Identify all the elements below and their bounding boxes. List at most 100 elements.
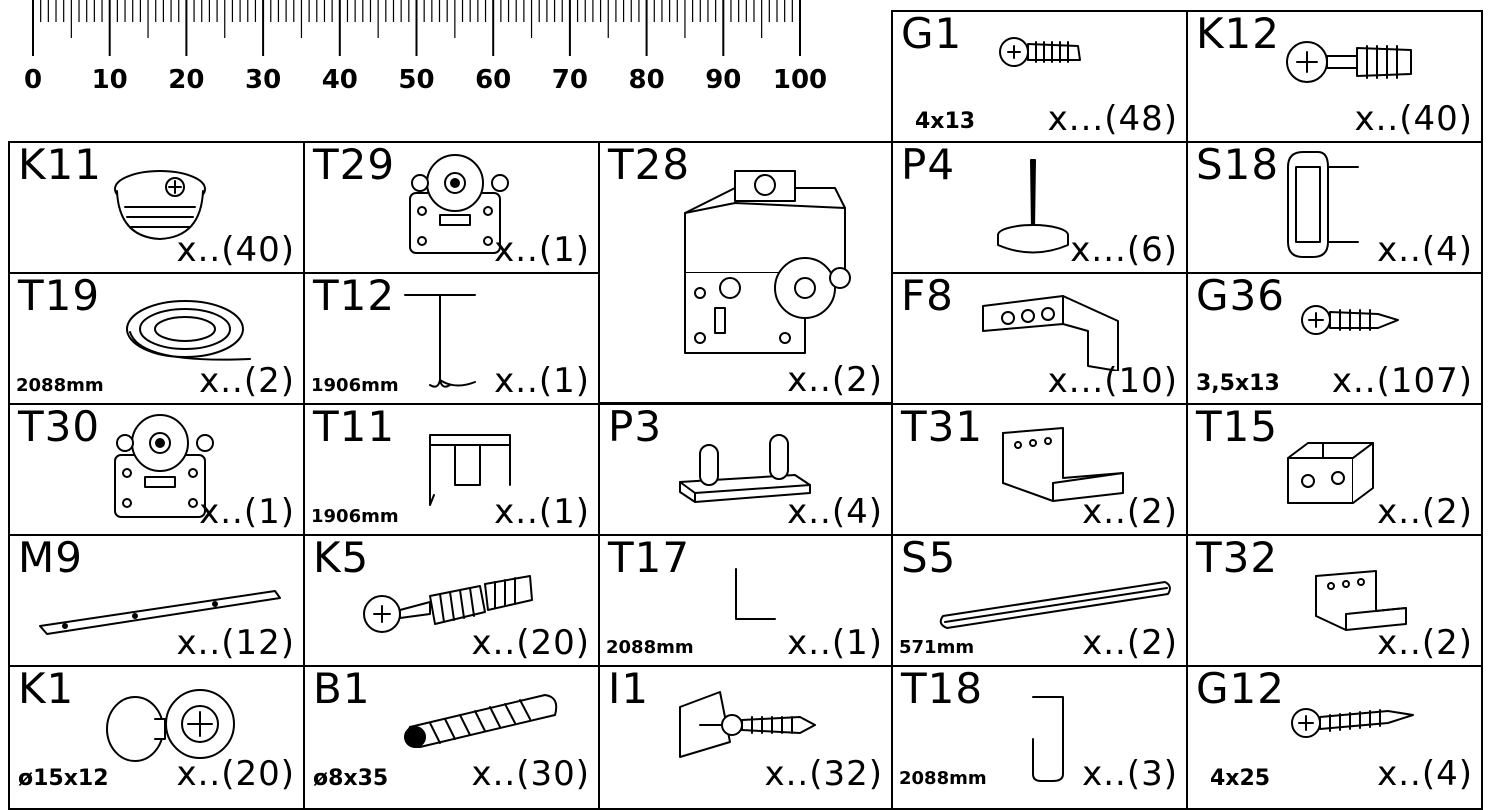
part-quantity: x..(20) <box>176 754 295 794</box>
ruler-label: 70 <box>552 65 588 95</box>
part-code: T29 <box>313 141 396 189</box>
screw-icon <box>1298 294 1408 344</box>
cam-cap-icon <box>100 679 240 774</box>
roller-plate-icon <box>105 413 235 523</box>
part-code: G12 <box>1196 665 1285 713</box>
part-code: T31 <box>901 403 984 451</box>
ruler-label: 50 <box>398 65 434 95</box>
part-cell-m9: M9 x..(12) <box>8 534 305 667</box>
ruler-label: 40 <box>322 65 358 95</box>
part-cell-t18: T18 2088mm x..(3) <box>891 665 1188 810</box>
part-code: K11 <box>18 141 102 189</box>
part-code: G1 <box>901 10 963 58</box>
part-dimension: 2088mm <box>16 375 104 396</box>
cam-lock-icon <box>105 159 215 249</box>
flat-bar-icon <box>35 586 285 641</box>
dowel-connector-icon <box>360 566 540 641</box>
part-quantity: x..(4) <box>787 492 883 532</box>
part-cell-i1: I1 x..(32) <box>598 665 893 810</box>
part-cell-g1: G1 4x13 x...(48) <box>891 10 1188 143</box>
top-roller-assembly-icon <box>675 163 855 363</box>
screw-small-icon <box>998 26 1093 76</box>
part-code: K5 <box>313 534 370 582</box>
part-quantity: x...(10) <box>1047 361 1178 401</box>
part-code: P3 <box>608 403 663 451</box>
part-code: T12 <box>313 272 396 320</box>
part-code: K1 <box>18 665 75 713</box>
part-quantity: x..(1) <box>494 492 590 532</box>
part-code: P4 <box>901 141 956 189</box>
part-cell-t19: T19 2088mm x..(2) <box>8 272 305 405</box>
part-code: T30 <box>18 403 101 451</box>
part-quantity: x..(30) <box>471 754 590 794</box>
part-cell-t15: T15 x..(2) <box>1186 403 1483 536</box>
part-code: B1 <box>313 665 371 713</box>
guide-pins-icon <box>675 427 815 507</box>
part-code: S5 <box>901 534 957 582</box>
part-quantity: x...(6) <box>1070 230 1178 270</box>
part-cell-t30: T30 x..(1) <box>8 403 305 536</box>
part-cell-p4: P4 x...(6) <box>891 141 1188 274</box>
wood-dowel-icon <box>395 687 565 757</box>
part-cell-f8: F8 x...(10) <box>891 272 1188 405</box>
top-track-icon <box>400 290 500 395</box>
part-dimension: ø8x35 <box>313 766 389 791</box>
part-cell-k11: K11 x..(40) <box>8 141 305 274</box>
part-code: F8 <box>901 272 954 320</box>
part-cell-t28: T28 x..(2) <box>598 141 893 404</box>
part-quantity: x..(20) <box>471 623 590 663</box>
part-dimension: 4x13 <box>915 109 976 134</box>
part-quantity: x..(1) <box>199 492 295 532</box>
double-track-icon <box>420 425 520 515</box>
part-code: T19 <box>18 272 101 320</box>
part-cell-s5: S5 571mm x..(2) <box>891 534 1188 667</box>
part-quantity: x..(2) <box>199 361 295 401</box>
part-code: T28 <box>608 141 691 189</box>
part-dimension: 2088mm <box>606 637 694 658</box>
part-quantity: x..(2) <box>1377 623 1473 663</box>
part-quantity: x..(40) <box>1354 99 1473 139</box>
part-quantity: x..(2) <box>1082 623 1178 663</box>
ruler-label: 80 <box>629 65 665 95</box>
part-cell-t11: T11 1906mm x..(1) <box>303 403 600 536</box>
part-quantity: x..(3) <box>1082 754 1178 794</box>
ruler-label: 100 <box>773 65 827 95</box>
part-quantity: x..(2) <box>1082 492 1178 532</box>
part-cell-k12: K12 x..(40) <box>1186 10 1483 143</box>
part-cell-t12: T12 1906mm x..(1) <box>303 272 600 405</box>
u-channel-bracket-icon <box>1306 566 1416 636</box>
part-cell-p3: P3 x..(4) <box>598 403 893 536</box>
part-quantity: x..(32) <box>764 754 883 794</box>
part-quantity: x..(1) <box>494 361 590 401</box>
part-quantity: x..(1) <box>494 230 590 270</box>
part-dimension: 571mm <box>899 637 975 658</box>
part-code: I1 <box>608 665 650 713</box>
part-dimension: ø15x12 <box>18 766 109 791</box>
ruler-label: 90 <box>705 65 741 95</box>
ruler-label: 60 <box>475 65 511 95</box>
part-quantity: x..(2) <box>1377 492 1473 532</box>
part-dimension: 3,5x13 <box>1196 371 1280 396</box>
part-code: K12 <box>1196 10 1280 58</box>
part-cell-t29: T29 x..(1) <box>303 141 600 274</box>
part-quantity: x..(1) <box>787 623 883 663</box>
roller-plate-icon <box>400 153 530 258</box>
rod-icon <box>933 574 1178 634</box>
part-quantity: x..(107) <box>1331 361 1473 401</box>
part-cell-t32: T32 x..(2) <box>1186 534 1483 667</box>
rail-support-icon <box>1258 147 1368 267</box>
wedge-screw-icon <box>670 687 820 762</box>
part-code: T32 <box>1196 534 1279 582</box>
block-connector-icon <box>1283 433 1378 508</box>
coil-strip-icon <box>120 294 260 374</box>
part-code: S18 <box>1196 141 1280 189</box>
connector-bolt-icon <box>1283 30 1423 90</box>
ruler-label: 10 <box>92 65 128 95</box>
screw-long-icon <box>1288 695 1418 745</box>
part-cell-s18: S18 x..(4) <box>1186 141 1483 274</box>
part-dimension: 1906mm <box>311 506 399 527</box>
part-cell-k1: K1 ø15x12 x..(20) <box>8 665 305 810</box>
part-code: T11 <box>313 403 396 451</box>
part-code: G36 <box>1196 272 1285 320</box>
